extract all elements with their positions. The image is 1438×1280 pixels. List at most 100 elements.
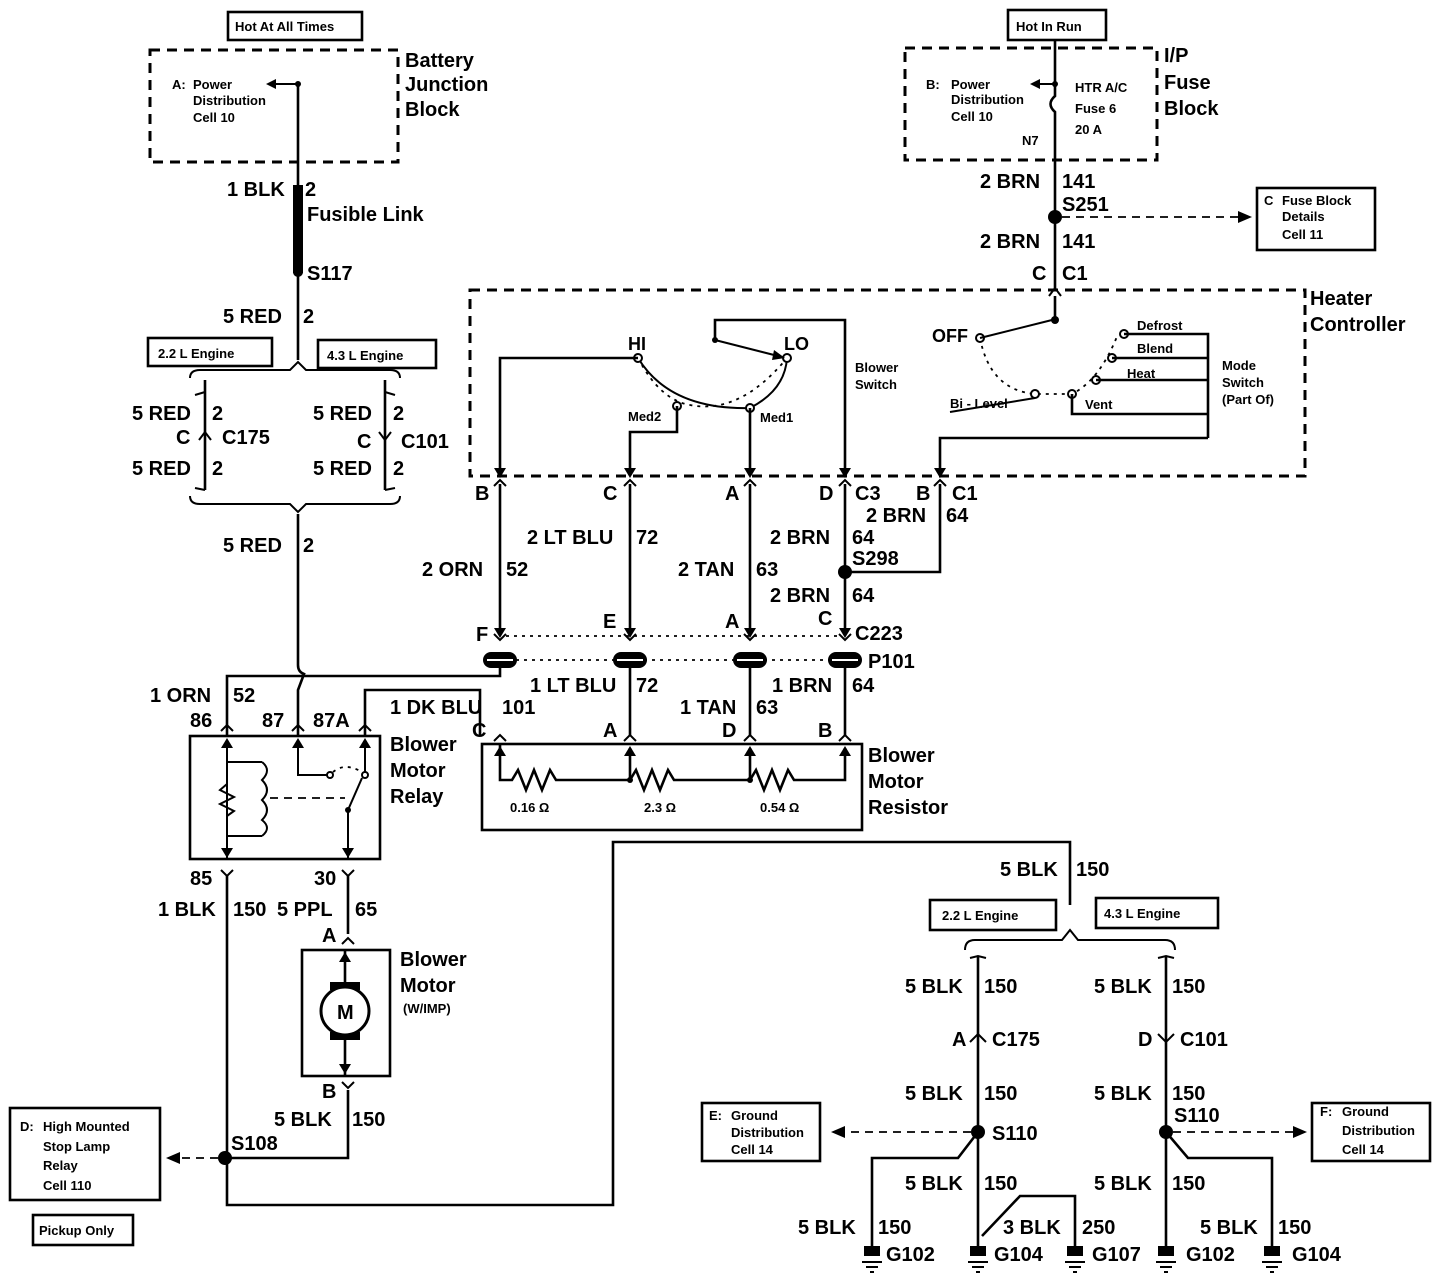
svg-text:C: C [1032, 263, 1046, 285]
svg-text:87: 87 [262, 710, 284, 732]
blower-motor-label: Blower Motor (W/IMP) [400, 949, 467, 1016]
svg-text:2: 2 [305, 179, 316, 201]
svg-text:Hot At All Times: Hot At All Times [235, 19, 334, 34]
relay-pin-labels: 86 87 87A [190, 710, 350, 732]
ground-g104-right: G104 [1262, 1244, 1342, 1273]
svg-text:Blower: Blower [855, 360, 898, 375]
svg-text:Details: Details [1282, 209, 1325, 224]
svg-text:2.2 L Engine: 2.2 L Engine [158, 346, 234, 361]
svg-text:G102: G102 [1186, 1244, 1235, 1266]
svg-text:E: E [603, 611, 616, 633]
svg-text:G104: G104 [1292, 1244, 1342, 1266]
svg-text:Distribution: Distribution [731, 1125, 804, 1140]
hmsl-relay-box: D: High Mounted Stop Lamp Relay Cell 110 [8, 1106, 162, 1202]
svg-text:B: B [322, 1081, 336, 1103]
svg-text:C: C [357, 431, 371, 453]
svg-text:High Mounted: High Mounted [43, 1119, 130, 1134]
heater-controller-outline [468, 288, 1307, 478]
mode-switch: OFF Defrost Blend Heat Vent Bi - Level M… [932, 296, 1274, 412]
svg-text:Power: Power [951, 77, 990, 92]
svg-text:Relay: Relay [43, 1158, 78, 1173]
svg-text:Med2: Med2 [628, 409, 661, 424]
s251-splice [1048, 210, 1062, 224]
svg-text:150: 150 [984, 1173, 1017, 1195]
svg-text:5 RED: 5 RED [313, 458, 372, 480]
svg-text:Bi - Level: Bi - Level [950, 396, 1008, 411]
arrow-icon [831, 1126, 845, 1138]
svg-text:Blend: Blend [1137, 341, 1173, 356]
c175-c101-connector-labels: 5 RED 2 C C175 5 RED 2 5 RED 2 C C101 5 … [132, 403, 449, 480]
svg-text:87A: 87A [313, 710, 350, 732]
svg-text:Cell 10: Cell 10 [951, 109, 993, 124]
svg-text:141: 141 [1062, 171, 1095, 193]
svg-text:2: 2 [303, 306, 314, 328]
svg-text:2: 2 [303, 535, 314, 557]
svg-text:5 BLK: 5 BLK [905, 1173, 963, 1195]
blower-motor-resistor-label: Blower Motor Resistor [868, 745, 948, 819]
svg-text:G102: G102 [886, 1244, 935, 1266]
svg-text:5 BLK: 5 BLK [798, 1217, 856, 1239]
svg-text:0.54 Ω: 0.54 Ω [760, 800, 799, 815]
svg-text:A: A [952, 1029, 966, 1051]
svg-text:C: C [472, 720, 486, 742]
svg-text:Distribution: Distribution [951, 92, 1024, 107]
svg-text:C223: C223 [855, 623, 903, 645]
svg-text:52: 52 [233, 685, 255, 707]
battery-junction-block-label: Battery Junction Block [405, 50, 488, 121]
svg-text:S108: S108 [231, 1133, 278, 1155]
svg-text:Med1: Med1 [760, 410, 793, 425]
svg-text:Cell 110: Cell 110 [43, 1178, 91, 1193]
ground-top-label: 5 BLK 150 [1000, 859, 1109, 881]
ground-g102-left: G102 [862, 1244, 935, 1273]
svg-text:1 LT BLU: 1 LT BLU [530, 675, 616, 697]
blower-motor-relay-label: Blower Motor Relay [390, 734, 457, 808]
svg-text:Defrost: Defrost [1137, 318, 1183, 333]
svg-text:1 BLK: 1 BLK [227, 179, 285, 201]
five-red-wire-label: 5 RED 2 [223, 535, 314, 557]
svg-text:Distribution: Distribution [1342, 1123, 1415, 1138]
svg-text:C175: C175 [992, 1029, 1040, 1051]
svg-text:S110: S110 [1174, 1105, 1220, 1127]
svg-text:150: 150 [984, 976, 1017, 998]
svg-text:B:: B: [926, 77, 940, 92]
ground-g107: G107 [1065, 1244, 1141, 1273]
svg-text:Blower: Blower [868, 745, 935, 767]
svg-text:Motor: Motor [390, 760, 446, 782]
svg-text:C1: C1 [952, 483, 978, 505]
engine-2-2-box-top: 2.2 L Engine [146, 336, 274, 368]
svg-text:150: 150 [1172, 1173, 1205, 1195]
svg-text:2 BRN: 2 BRN [770, 585, 830, 607]
svg-text:Ground: Ground [731, 1108, 778, 1123]
svg-text:(W/IMP): (W/IMP) [403, 1001, 451, 1016]
svg-text:2 LT BLU: 2 LT BLU [527, 527, 613, 549]
svg-text:1 ORN: 1 ORN [150, 685, 211, 707]
heater-controller-label: Heater Controller [1310, 288, 1406, 336]
ground-branch-labels: 5 BLK 150 3 BLK 250 5 BLK 150 [798, 1217, 1311, 1239]
c223-p101-connector: F E A C C223 P101 [476, 608, 915, 673]
svg-text:Cell 14: Cell 14 [1342, 1142, 1385, 1157]
svg-text:Controller: Controller [1310, 314, 1406, 336]
svg-text:20 A: 20 A [1075, 122, 1103, 137]
ground-wire-labels: 5 BLK 150 5 BLK 150 A C175 D C101 5 BLK … [905, 976, 1228, 1195]
svg-text:150: 150 [233, 899, 266, 921]
svg-text:C3: C3 [855, 483, 881, 505]
svg-text:C: C [176, 427, 190, 449]
svg-text:OFF: OFF [932, 326, 968, 346]
resistor-pin-labels: C A D B [472, 720, 832, 742]
svg-text:A:: A: [172, 77, 186, 92]
svg-text:Block: Block [405, 99, 460, 121]
svg-text:2: 2 [212, 403, 223, 425]
svg-text:HI: HI [628, 334, 646, 354]
pickup-only-box: Pickup Only [31, 1213, 135, 1247]
svg-text:2 BRN: 2 BRN [980, 231, 1040, 253]
svg-text:5 BLK: 5 BLK [1094, 1083, 1152, 1105]
resistor-internals: 0.16 Ω 2.3 Ω 0.54 Ω [494, 744, 851, 815]
arrow-icon [166, 1152, 180, 1164]
svg-text:B: B [475, 483, 489, 505]
s298-splice [838, 565, 852, 579]
svg-text:2.3 Ω: 2.3 Ω [644, 800, 676, 815]
hot-at-all-times-box: Hot At All Times [226, 10, 364, 42]
svg-text:B: B [916, 483, 930, 505]
svg-text:150: 150 [1172, 1083, 1205, 1105]
